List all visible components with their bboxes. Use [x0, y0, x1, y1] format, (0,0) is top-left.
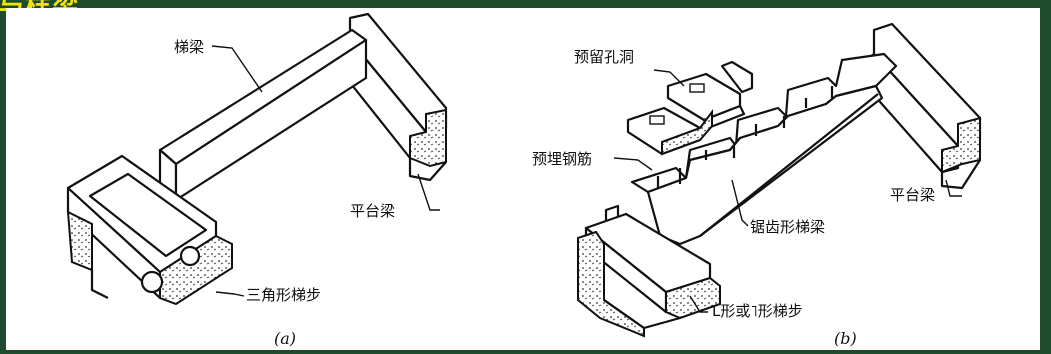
- label-platform-beam-a: 平台梁: [350, 202, 395, 220]
- figure-a: 梯梁 平台梁 三角形梯步 (a): [66, 12, 448, 348]
- l-step-b: [577, 212, 721, 338]
- label-platform-beam-b: 平台梁: [890, 186, 935, 204]
- leader-step-a: [215, 291, 245, 297]
- platform-beam-b: [864, 22, 982, 190]
- beam-underside-line: [699, 93, 879, 237]
- leader-reserved-hole: [653, 69, 685, 87]
- leader-beam-a: [211, 45, 263, 93]
- label-beam-a: 梯梁: [174, 38, 204, 56]
- figure-b: 预留孔洞 预埋钢筋 锯齿形梯梁 平台梁 L形或˥形梯步 (b): [532, 22, 982, 348]
- caption-b: (b): [834, 329, 857, 348]
- leader-sawtooth-beam: [731, 179, 749, 227]
- label-l-step: L形或˥形梯步: [712, 302, 803, 320]
- stair-beam-a: [158, 28, 368, 202]
- leader-platform-a: [417, 173, 440, 211]
- caption-a: (a): [274, 329, 296, 348]
- label-reserved-hole: 预留孔洞: [574, 48, 634, 66]
- sawtooth-beam-b: [604, 52, 898, 246]
- label-sawtooth-beam: 锯齿形梯梁: [750, 218, 825, 236]
- reserved-hole-steps: [626, 60, 754, 156]
- label-embedded-rebar: 预埋钢筋: [532, 150, 592, 168]
- leader-embedded-rebar: [613, 157, 653, 171]
- leader-platform-beam-b: [945, 179, 962, 197]
- leader-l-step: [689, 295, 708, 313]
- triangular-step-a: [66, 154, 233, 306]
- label-triangular-step: 三角形梯步: [246, 286, 321, 304]
